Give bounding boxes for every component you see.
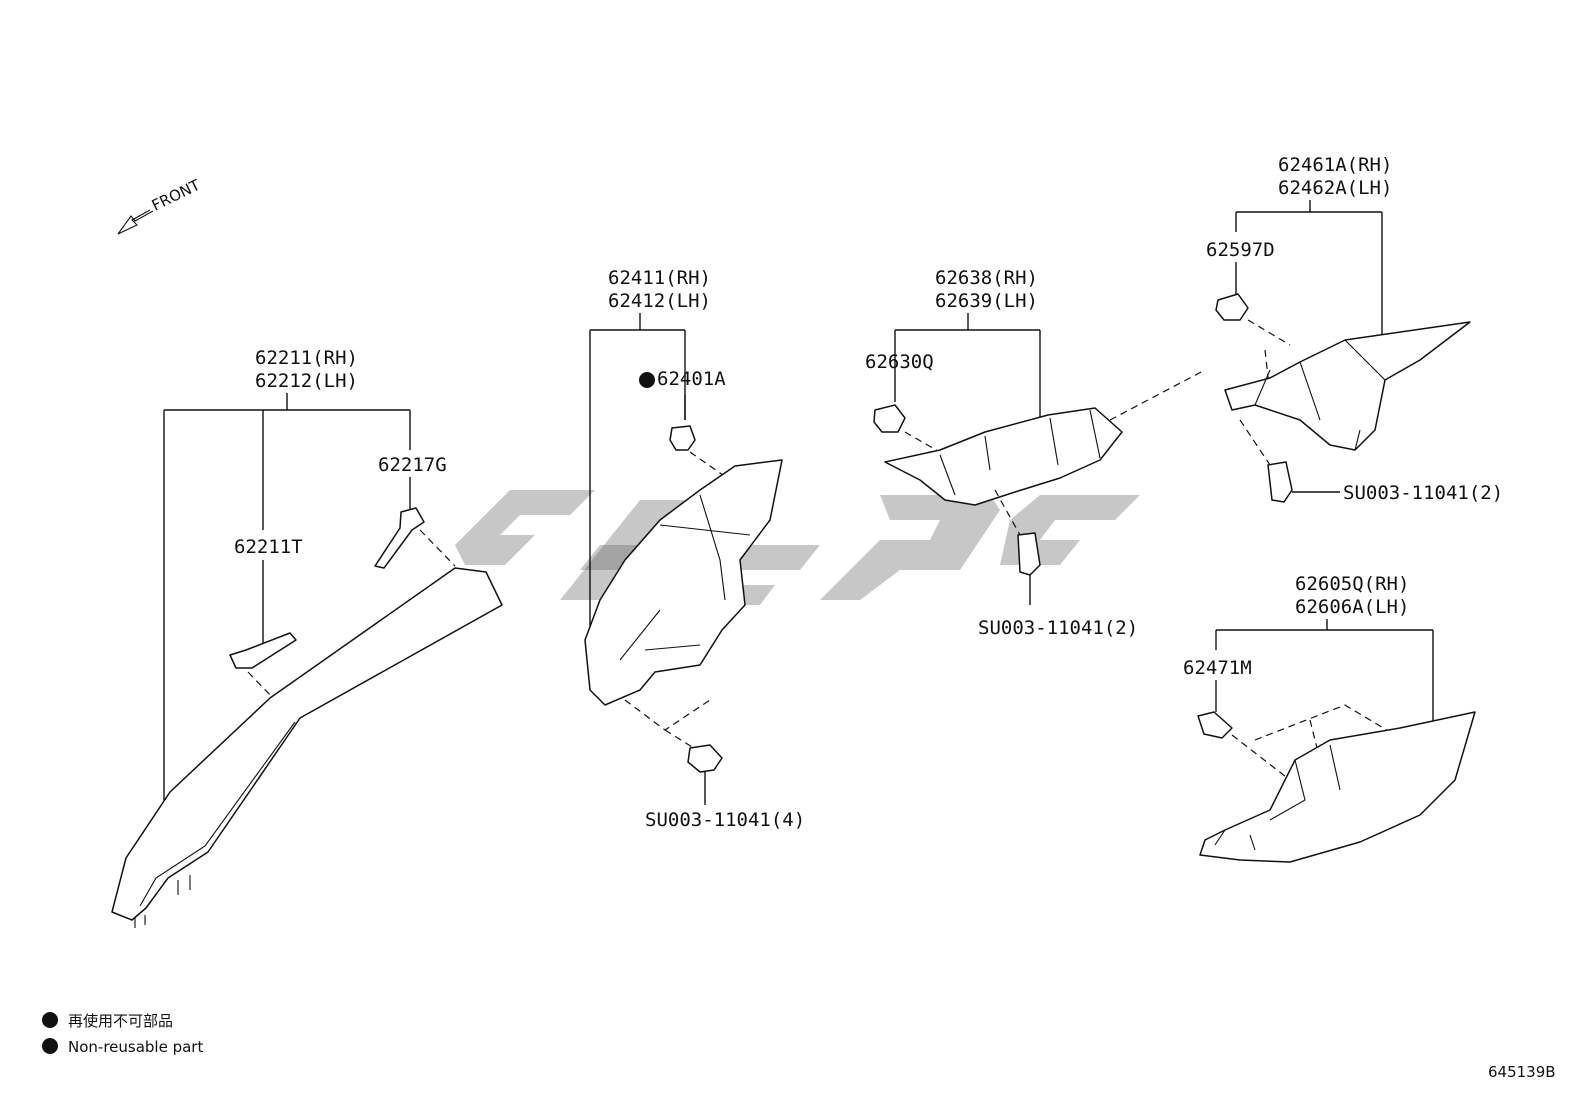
callout-62217g: 62217G [378, 454, 447, 476]
callout-62630q: 62630Q [865, 351, 934, 373]
legend: 再使用不可部品 Non-reusable part [42, 1012, 203, 1056]
group-62461a: 62461A(RH) 62462A(LH) 62597D SU003-11041… [1206, 154, 1503, 504]
callout-62471m: 62471M [1183, 657, 1252, 679]
diagram-id: 645139B [1488, 1063, 1556, 1081]
callout-su003-11041-2a: SU003-11041(2) [978, 617, 1138, 639]
clip-62597d-part [1215, 293, 1249, 321]
screw-su003-11041-part-2 [1017, 532, 1041, 576]
callout-62639-lh: 62639(LH) [935, 290, 1038, 312]
front-label: FRONT [149, 176, 204, 215]
group-62211: 62211(RH) 62212(LH) 62217G 62211T [111, 347, 503, 928]
b-pillar-trim-62411-part [584, 459, 783, 706]
legend-text-jp: 再使用不可部品 [68, 1012, 173, 1030]
legend-marker-jp [42, 1012, 58, 1028]
callout-62605q-rh: 62605Q(RH) [1295, 573, 1409, 595]
lower-trim-62605q-part [1199, 711, 1476, 863]
callout-62211t: 62211T [234, 536, 303, 558]
callout-62606a-lh: 62606A(LH) [1295, 596, 1409, 618]
screw-su003-11041-part-3 [1267, 461, 1293, 503]
callout-62462a-lh: 62462A(LH) [1278, 177, 1392, 199]
callout-62638-rh: 62638(RH) [935, 267, 1038, 289]
callout-su003-11041-2b: SU003-11041(2) [1343, 482, 1503, 504]
group-62605q: 62605Q(RH) 62606A(LH) 62471M [1183, 573, 1476, 863]
callout-62211-rh: 62211(RH) [255, 347, 358, 369]
quarter-trim-62638-part [884, 407, 1123, 506]
callout-62412-lh: 62412(LH) [608, 290, 711, 312]
legend-text-en: Non-reusable part [68, 1038, 203, 1056]
callout-62411-rh: 62411(RH) [608, 267, 711, 289]
callout-62461a-rh: 62461A(RH) [1278, 154, 1392, 176]
clip-62630q-part [873, 404, 906, 433]
front-direction-arrow: FRONT [117, 176, 204, 235]
legend-marker-en [42, 1038, 58, 1054]
callout-62597d: 62597D [1206, 239, 1275, 261]
callout-su003-11041-4: SU003-11041(4) [645, 809, 805, 831]
clip-62401a-part [669, 425, 696, 451]
upper-trim-62461a-part [1224, 321, 1471, 451]
clip-62211t-part [229, 632, 297, 669]
pillar-garnish-62211-part [111, 567, 503, 921]
clip-62471m-part [1197, 711, 1233, 739]
callout-62401a: 62401A [657, 368, 726, 390]
group-62411: 62411(RH) 62412(LH) 62401A SU003-11041(4… [584, 267, 805, 831]
group-62638: 62638(RH) 62639(LH) 62630Q SU003-11041(2… [865, 267, 1206, 639]
callout-62212-lh: 62212(LH) [255, 370, 358, 392]
screw-su003-11041-part [687, 744, 723, 773]
non-reusable-marker [639, 372, 655, 388]
clip-62217g-part [374, 507, 425, 569]
